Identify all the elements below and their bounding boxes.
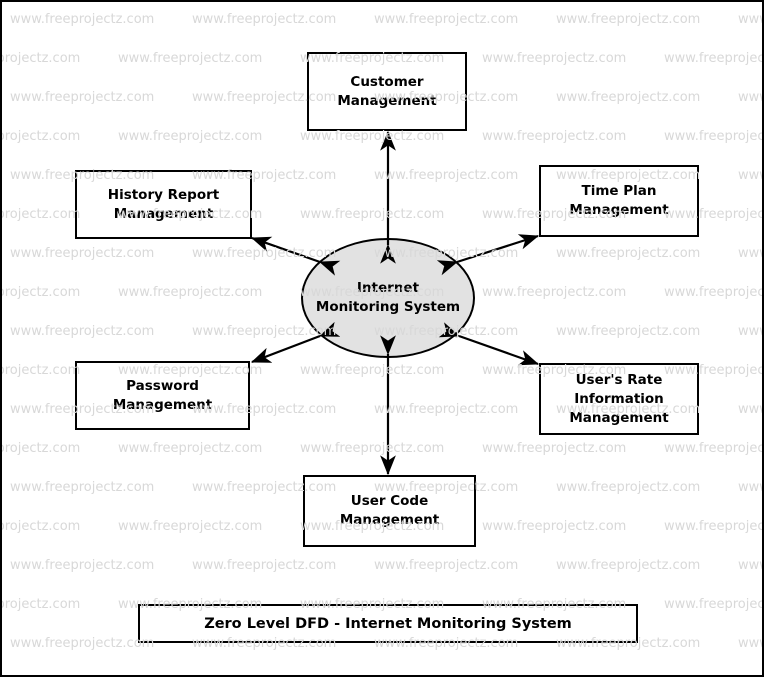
- entity-password-management[interactable]: Password Management: [75, 361, 250, 430]
- entity-user-code-management-label: User Code Management: [339, 493, 440, 528]
- entity-history-report-management[interactable]: History Report Management: [75, 170, 252, 239]
- entity-history-report-management-label: History Report Management: [107, 186, 220, 222]
- entity-time-plan-management-label: Time Plan Management: [569, 183, 669, 218]
- entity-customer-management[interactable]: Customer Management: [307, 52, 467, 131]
- diagram-caption-box: Zero Level DFD - Internet Monitoring Sys…: [138, 604, 638, 643]
- entity-customer-management-label: Customer Management: [337, 73, 437, 109]
- diagram-caption-label: Zero Level DFD - Internet Monitoring Sys…: [204, 615, 572, 632]
- process-internet-monitoring-system[interactable]: Internet Monitoring System: [301, 238, 475, 358]
- entity-password-management-label: Password Management: [112, 377, 213, 413]
- entity-time-plan-management[interactable]: Time Plan Management: [539, 165, 699, 237]
- process-label: Internet Monitoring System: [315, 280, 461, 315]
- entity-user-code-management[interactable]: User Code Management: [303, 475, 476, 547]
- entity-users-rate-information-management[interactable]: User's Rate Information Management: [539, 363, 699, 435]
- entity-users-rate-information-management-label: User's Rate Information Management: [569, 371, 669, 426]
